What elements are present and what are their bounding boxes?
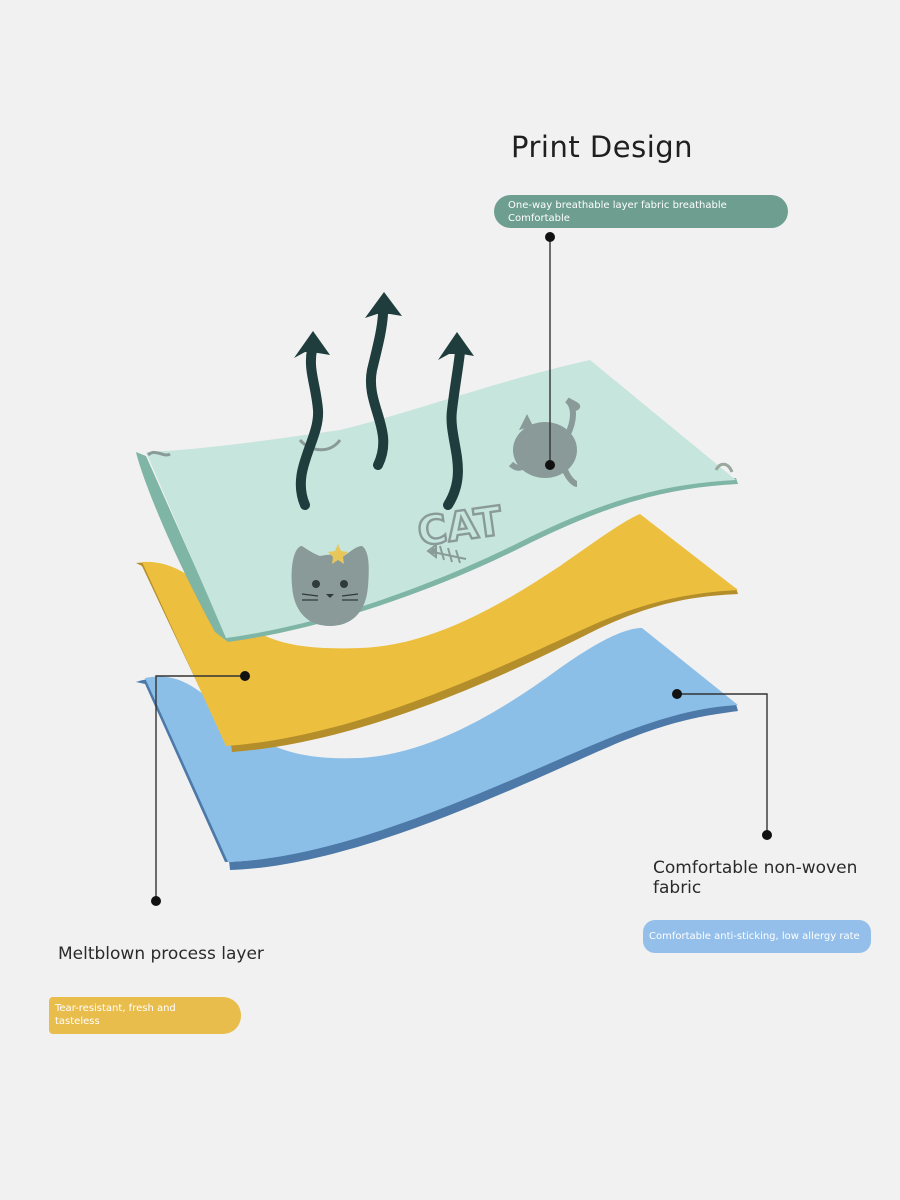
callout-dot-nonwoven-top: [672, 689, 682, 699]
meltblown-feature-text: Tear-resistant, fresh and tasteless: [55, 1003, 176, 1027]
callouts: [155, 237, 768, 901]
non-woven-layer: [136, 628, 738, 870]
fishbone-print: [426, 543, 467, 564]
non-woven-layer-face: [145, 628, 738, 862]
meltblown-layer-face: [142, 514, 738, 746]
cat-face-print: [291, 546, 369, 626]
print-design-title: Print Design: [511, 130, 694, 164]
callout-line-nonwoven: [677, 693, 768, 835]
arrow-head-left-icon: [294, 331, 330, 358]
breath-arrow-left: [295, 345, 324, 510]
callout-line-meltblown: [155, 675, 245, 901]
leaf-print: [147, 450, 171, 457]
callout-dot-print-top: [545, 232, 555, 242]
breath-arrow-right: [443, 347, 465, 510]
non-woven-feature-pill: Comfortable anti-sticking, low allergy r…: [643, 920, 871, 953]
star-print: [328, 544, 348, 564]
breathable-arrows: [295, 309, 465, 510]
print-layer-feature-pill: One-way breathable layer fabric breathab…: [494, 195, 788, 228]
callout-dot-nonwoven-bottom: [762, 830, 772, 840]
non-woven-layer-label: Comfortable non-woven fabric: [653, 858, 858, 898]
meltblown-feature-pill: Tear-resistant, fresh and tasteless: [49, 997, 241, 1034]
print-design-layer: CAT: [136, 360, 738, 642]
meltblown-layer: [136, 514, 738, 752]
partial-print-mark: [298, 438, 342, 452]
print-layer-feature-text: One-way breathable layer fabric breathab…: [508, 199, 727, 224]
arrow-head-middle-icon: [365, 292, 402, 318]
arrow-head-right-icon: [438, 332, 474, 360]
breath-arrow-middle: [365, 309, 389, 470]
partial-print-right: [714, 462, 734, 473]
non-woven-feature-text: Comfortable anti-sticking, low allergy r…: [649, 931, 860, 942]
callout-dots: [151, 232, 772, 906]
callout-dot-meltblown-top: [240, 671, 250, 681]
arrow-heads: [294, 292, 474, 360]
callout-dot-meltblown-bottom: [151, 896, 161, 906]
sleeping-cat-print: [508, 397, 581, 487]
callout-dot-print-bottom: [545, 460, 555, 470]
meltblown-layer-label: Meltblown process layer: [58, 944, 264, 964]
